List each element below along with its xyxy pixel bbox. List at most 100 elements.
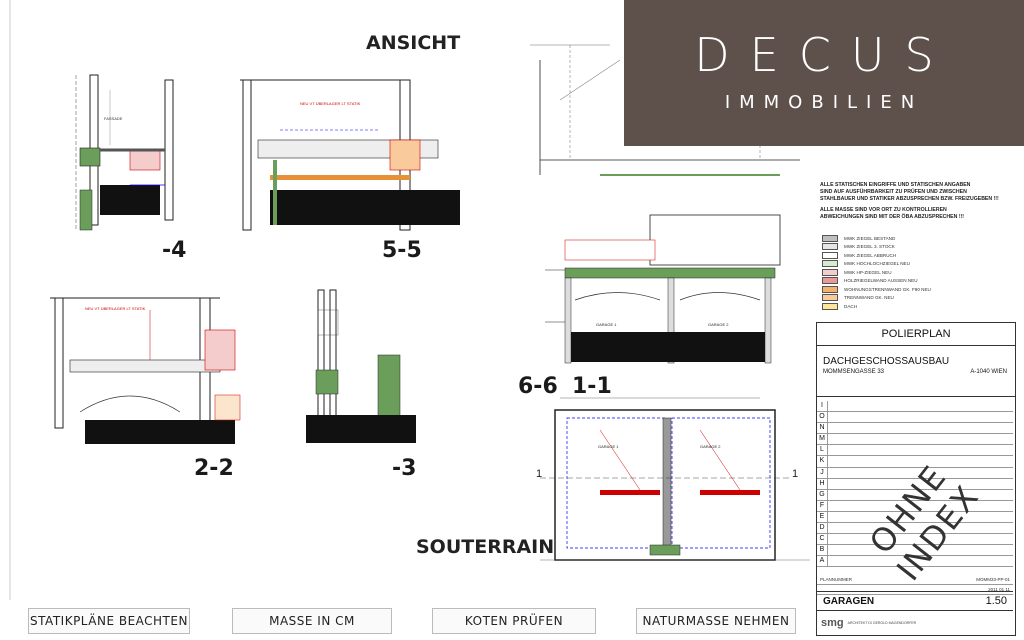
index-letter: A — [817, 556, 828, 567]
legend-swatch — [822, 277, 838, 285]
legend-item: HOLZRIEGELWAND AUSSEN NEU — [822, 277, 1012, 286]
title-block: POLIERPLAN DACHGESCHOSSAUSBAU MOMMSENGAS… — [816, 322, 1016, 636]
section-label-6-6: 6-6 — [518, 374, 558, 399]
legend-swatch — [822, 294, 838, 302]
footer-koten: KOTEN PRÜFEN — [432, 608, 596, 634]
section-5-5-drawing: NEU VT ÜBERLAGER LT STATIK — [240, 79, 460, 231]
note-line: SIND AUF AUSFÜHRBARKEIT ZU PRÜFEN UND ZW… — [820, 189, 967, 195]
index-row: E — [817, 511, 1013, 524]
index-row: M — [817, 434, 1013, 446]
legend-item: MWK HP-ZIEGEL NEU — [822, 268, 1012, 277]
brand-name: DECUS — [694, 28, 954, 82]
index-row: O — [817, 412, 1013, 424]
legend-label: TRENNWAND GK. NEU — [844, 295, 894, 301]
index-letter: K — [817, 456, 828, 467]
legend-label: DACH — [844, 303, 858, 309]
index-row: H — [817, 478, 1013, 490]
souterrain-title: SOUTERRAIN — [416, 536, 555, 558]
index-row: L — [817, 445, 1013, 457]
index-row: F — [817, 500, 1013, 512]
svg-text:GARAGE 2: GARAGE 2 — [708, 322, 729, 327]
footer-masse: MASSE IN CM — [232, 608, 392, 634]
index-row: I — [817, 401, 1013, 413]
index-letter: L — [817, 445, 828, 456]
index-row: K — [817, 456, 1013, 468]
index-row: C — [817, 534, 1013, 546]
index-row: N — [817, 423, 1013, 435]
index-letter: C — [817, 534, 828, 545]
legend-label: MWK ZIEGEL ABBRUCH — [844, 252, 897, 258]
index-row: B — [817, 545, 1013, 557]
note-line: STAHLBAUER UND STATIKER ABZUSPRECHEN BZW… — [820, 196, 999, 202]
section-2-2-drawing: NEU VT ÜBERLAGER LT STATIK — [50, 297, 241, 444]
note-line: ALLE STATISCHEN EINGRIFFE UND STATISCHEN… — [820, 182, 971, 188]
legend-swatch — [822, 251, 838, 259]
svg-text:GARAGE 1: GARAGE 1 — [596, 322, 617, 327]
section-4-drawing: FASSADE — [75, 74, 174, 231]
elevation-drawing — [530, 44, 800, 176]
legend-swatch — [822, 268, 838, 276]
legend-item: TRENNWAND GK. NEU — [822, 294, 1012, 303]
legend-swatch — [822, 302, 838, 310]
legend-swatch — [822, 243, 838, 251]
legend-item: MWK ZIEGEL ABBRUCH — [822, 251, 1012, 260]
index-letter: O — [817, 412, 828, 423]
svg-text:GARAGE 2: GARAGE 2 — [700, 444, 721, 449]
section-6-6-1-1-drawing: GARAGE 1 GARAGE 2 — [545, 214, 781, 364]
legend-label: MWK HOCHLOCHZIEGEL NEU — [844, 261, 910, 267]
legend-item: MWK ZIEGEL 3. STOCK — [822, 243, 1012, 252]
index-letter: E — [817, 511, 828, 523]
title-block-header: POLIERPLAN — [817, 323, 1015, 346]
legend-label: HOLZRIEGELWAND AUSSEN NEU — [844, 278, 918, 284]
footer-naturmasse: NATURMASSE NEHMEN — [636, 608, 796, 634]
legend-item: MWK HOCHLOCHZIEGEL NEU — [822, 260, 1012, 269]
souterrain-plan-drawing: GARAGE 1 GARAGE 2 — [540, 397, 810, 561]
plan-number: MOMM33-PP-01 — [976, 577, 1010, 582]
legend-item: WOHNUNGSTRENNWAND GK. F90 NEU — [822, 285, 1012, 294]
index-letter: F — [817, 500, 828, 511]
section-label-2-2: 2-2 — [194, 456, 234, 481]
ansicht-title: ANSICHT — [366, 32, 461, 54]
legend-label: MWK HP-ZIEGEL NEU — [844, 269, 892, 275]
index-letter: B — [817, 545, 828, 556]
index-letter: M — [817, 434, 828, 445]
project-address: MOMMSENGASSE 33 — [823, 369, 885, 375]
drawing-name-row: GARAGEN 1.50 — [817, 591, 1013, 611]
section-label-4: -4 — [162, 238, 187, 263]
legend-label: MWK ZIEGEL BESTAND — [844, 235, 896, 241]
architect-logo-row: smg ARCHITEKT DI GEROLD MAGENDORFER — [817, 613, 1013, 633]
project-city: A-1040 WIEN — [970, 369, 1007, 375]
index-letter: D — [817, 523, 828, 534]
legend-swatch — [822, 234, 838, 242]
project-info: DACHGESCHOSSAUSBAU MOMMSENGASSE 33 A-104… — [817, 356, 1015, 397]
index-row: G — [817, 489, 1013, 501]
section-label-5-5: 5-5 — [382, 238, 422, 263]
legend-swatch — [822, 260, 838, 268]
svg-text:GARAGE 1: GARAGE 1 — [598, 444, 619, 449]
legend-item: DACH — [822, 302, 1012, 311]
section-label-3: -3 — [392, 456, 417, 481]
drawing-scale: 1.50 — [985, 595, 1007, 607]
index-letter: N — [817, 423, 828, 434]
note-line: ABWEICHUNGEN SIND MIT DER ÖBA ABZUSPRECH… — [820, 214, 964, 220]
svg-text:FASSADE: FASSADE — [104, 116, 123, 121]
index-letter: G — [817, 489, 828, 500]
index-letter: J — [817, 467, 828, 478]
section-label-1-1: 1-1 — [572, 374, 612, 399]
index-row: A — [817, 556, 1013, 568]
section-3-drawing — [306, 289, 416, 443]
architect-name: ARCHITEKT DI GEROLD MAGENDORFER — [847, 621, 917, 625]
index-row: D — [817, 523, 1013, 535]
legend-label: WOHNUNGSTRENNWAND GK. F90 NEU — [844, 286, 931, 292]
section-marker-1-left: 1 — [536, 468, 543, 480]
svg-text:NEU VT ÜBERLAGER LT STATIK: NEU VT ÜBERLAGER LT STATIK — [300, 101, 361, 106]
plan-number-label: PLANNUMMER — [820, 577, 853, 582]
drawing-name: GARAGEN — [823, 595, 875, 607]
legend-swatch — [822, 285, 838, 293]
note-line: ALLE MASSE SIND VOR ORT ZU KONTROLLIEREN — [820, 207, 947, 213]
legend-item: MWK ZIEGEL BESTAND — [822, 234, 1012, 243]
